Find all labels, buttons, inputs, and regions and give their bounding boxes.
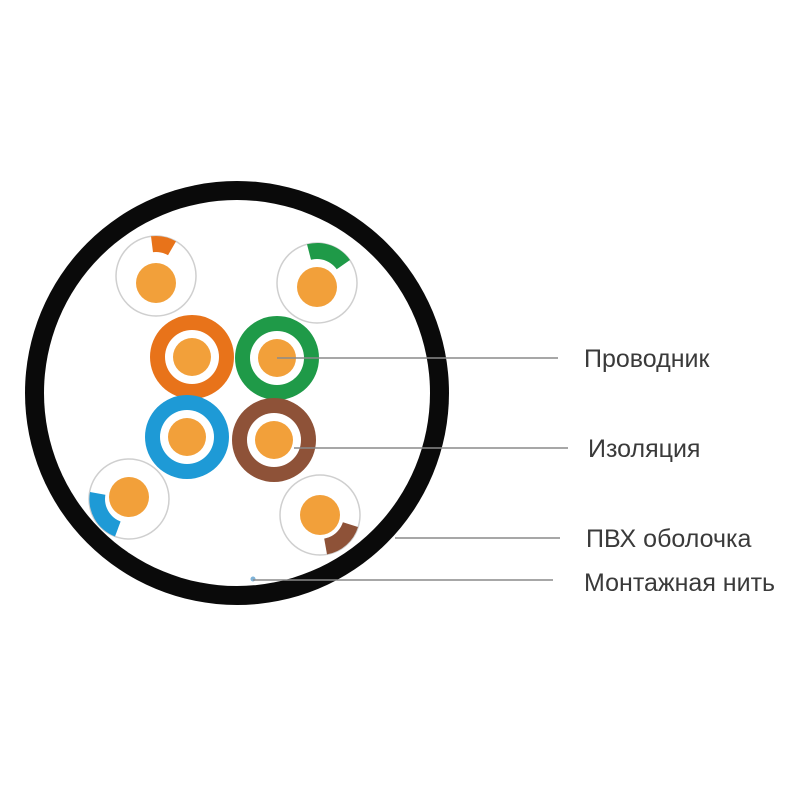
- conductor-copper: [168, 418, 206, 456]
- wire-white-brown: [279, 474, 361, 556]
- conductor-copper: [297, 267, 337, 307]
- wire-white-blue: [88, 458, 170, 540]
- conductor-copper: [300, 495, 340, 535]
- wire-blue: [145, 395, 229, 479]
- label-insulation: Изоляция: [588, 435, 701, 463]
- conductor-copper: [109, 477, 149, 517]
- wire-orange: [150, 315, 234, 399]
- label-pvc-sheath: ПВХ оболочка: [586, 525, 752, 553]
- wire-white-green: [276, 242, 358, 324]
- label-assembly-thread: Монтажная нить: [584, 569, 776, 597]
- conductor-copper: [173, 338, 211, 376]
- conductor-copper: [136, 263, 176, 303]
- conductor-copper: [255, 421, 293, 459]
- wire-brown: [232, 398, 316, 482]
- label-conductor: Проводник: [584, 345, 710, 373]
- wire-white-orange: [115, 235, 197, 317]
